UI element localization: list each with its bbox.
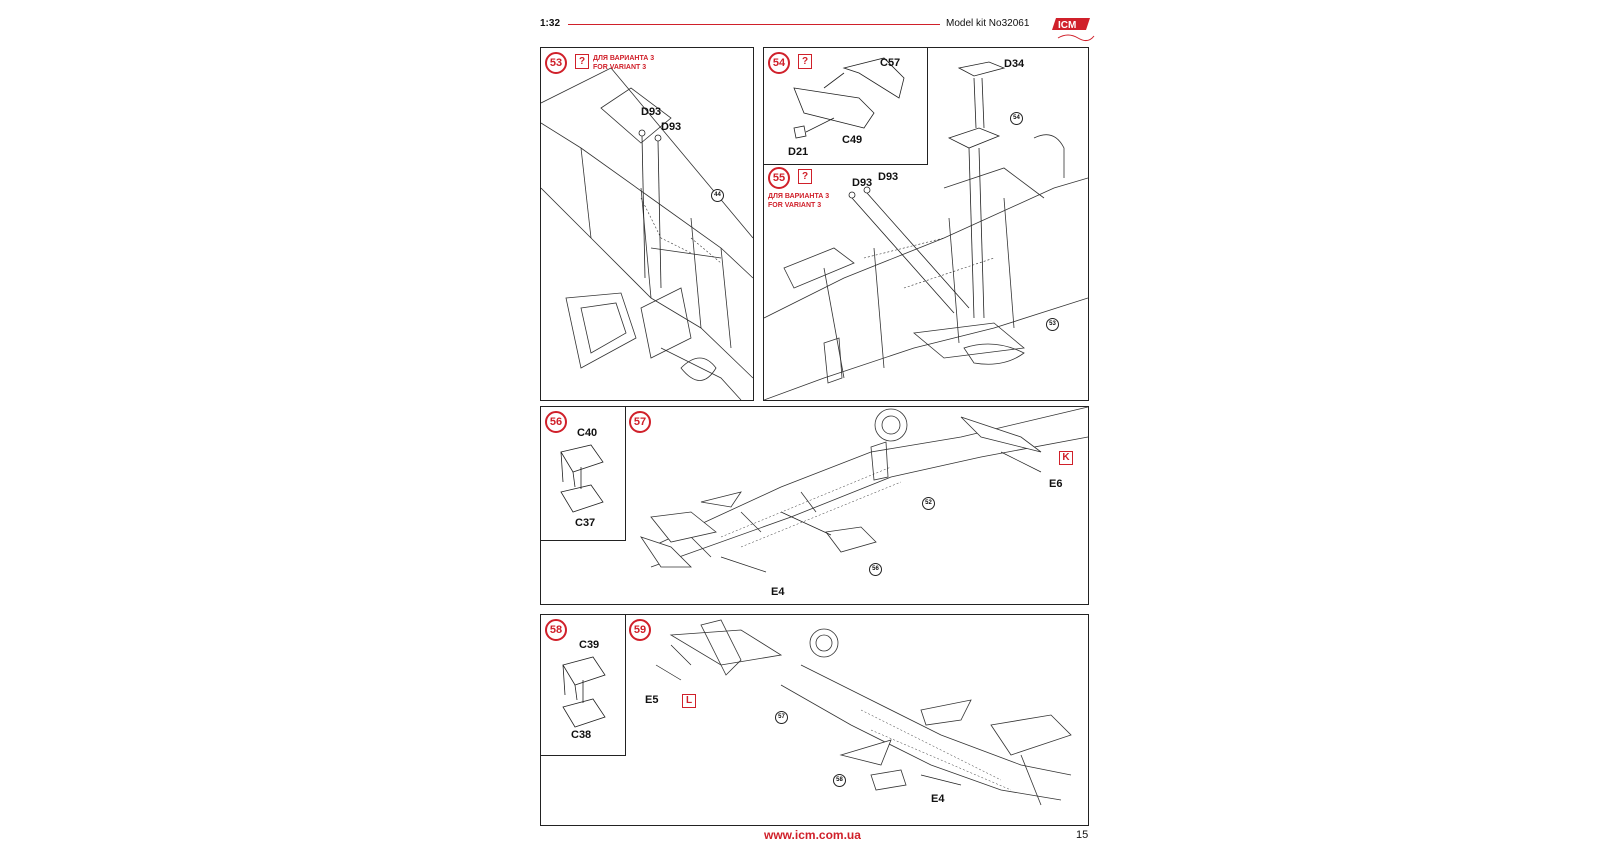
marker-l: L xyxy=(682,694,696,708)
ref-step-52: 52 xyxy=(922,497,935,510)
tail-boom-drawing xyxy=(640,407,1088,573)
panel-step-53: 53 ? ДЛЯ ВАРИАНТА 3 FOR VARIANT 3 D93 D9… xyxy=(540,47,754,401)
panel-step-54: 54 ? C57 C49 D21 xyxy=(764,48,928,165)
fuselage-drawing xyxy=(541,67,753,400)
kit-number: Model kit No32061 xyxy=(946,18,1030,29)
header-rule xyxy=(568,24,940,25)
step-number-58: 58 xyxy=(545,619,567,641)
part-label-c38: C38 xyxy=(571,729,592,741)
icm-logo: ICM xyxy=(1052,18,1095,42)
part-label-e6: E6 xyxy=(1049,478,1063,490)
part-label-d21: D21 xyxy=(788,146,809,158)
part-label-e5: E5 xyxy=(645,694,659,706)
part-label-c39: C39 xyxy=(579,639,600,651)
logo-text: ICM xyxy=(1058,20,1076,31)
part-label-c40: C40 xyxy=(577,427,598,439)
ref-step-54: 54 xyxy=(1010,112,1023,125)
ref-step-53: 53 xyxy=(1046,318,1059,331)
part-drawing xyxy=(793,57,905,139)
part-label-e4: E4 xyxy=(771,586,785,598)
ref-step-57: 57 xyxy=(775,711,788,724)
part-label-d34: D34 xyxy=(1004,58,1025,70)
page-number: 15 xyxy=(1076,829,1089,841)
panel-step-59: 58 C39 C38 59 L E5 E4 57 58 xyxy=(540,614,1089,826)
ref-step-56: 56 xyxy=(869,563,882,576)
part-label-e4: E4 xyxy=(931,793,945,805)
variant-question-box: ? xyxy=(798,169,812,184)
variant-note-en: FOR VARIANT 3 xyxy=(593,64,647,71)
step-number-54: 54 xyxy=(768,52,790,74)
footer-url[interactable]: www.icm.com.ua xyxy=(764,828,861,842)
fuselage-drawing xyxy=(764,61,1088,400)
ref-step-44: 44 xyxy=(711,189,724,202)
part-drawing xyxy=(562,656,606,728)
panel-step-58: 58 C39 C38 xyxy=(541,615,626,756)
step-number-55: 55 xyxy=(768,167,790,189)
marker-k: K xyxy=(1059,451,1073,465)
part-label-c49: C49 xyxy=(842,134,863,146)
part-drawing xyxy=(560,444,604,513)
part-label-c37: C37 xyxy=(575,517,596,529)
variant-note-ru: ДЛЯ ВАРИАНТА 3 xyxy=(593,55,655,62)
scale-label: 1:32 xyxy=(540,18,561,29)
step-number-53: 53 xyxy=(545,52,567,74)
ref-step-58: 58 xyxy=(833,774,846,787)
panel-step-55: 54 ? C57 C49 D21 55 ? ДЛЯ ВАРИАНТА 3 FOR… xyxy=(763,47,1089,401)
part-label-d93-a: D93 xyxy=(852,177,873,189)
step-number-59: 59 xyxy=(629,619,651,641)
step-number-56: 56 xyxy=(545,411,567,433)
panel-step-56: 56 C40 C37 xyxy=(541,407,626,541)
part-label-d93-b: D93 xyxy=(878,171,899,183)
variant-note-en: FOR VARIANT 3 xyxy=(768,202,822,209)
part-label-d93-b: D93 xyxy=(661,121,682,133)
variant-note-ru: ДЛЯ ВАРИАНТА 3 xyxy=(768,193,830,200)
variant-question-box: ? xyxy=(798,54,812,69)
panel-step-57: 56 C40 C37 57 K E6 E4 52 56 xyxy=(540,406,1089,605)
step-number-57: 57 xyxy=(629,411,651,433)
part-label-c57: C57 xyxy=(880,57,901,69)
part-label-d93-a: D93 xyxy=(641,106,662,118)
variant-question-box: ? xyxy=(575,54,589,69)
tail-boom-drawing xyxy=(655,619,1072,806)
